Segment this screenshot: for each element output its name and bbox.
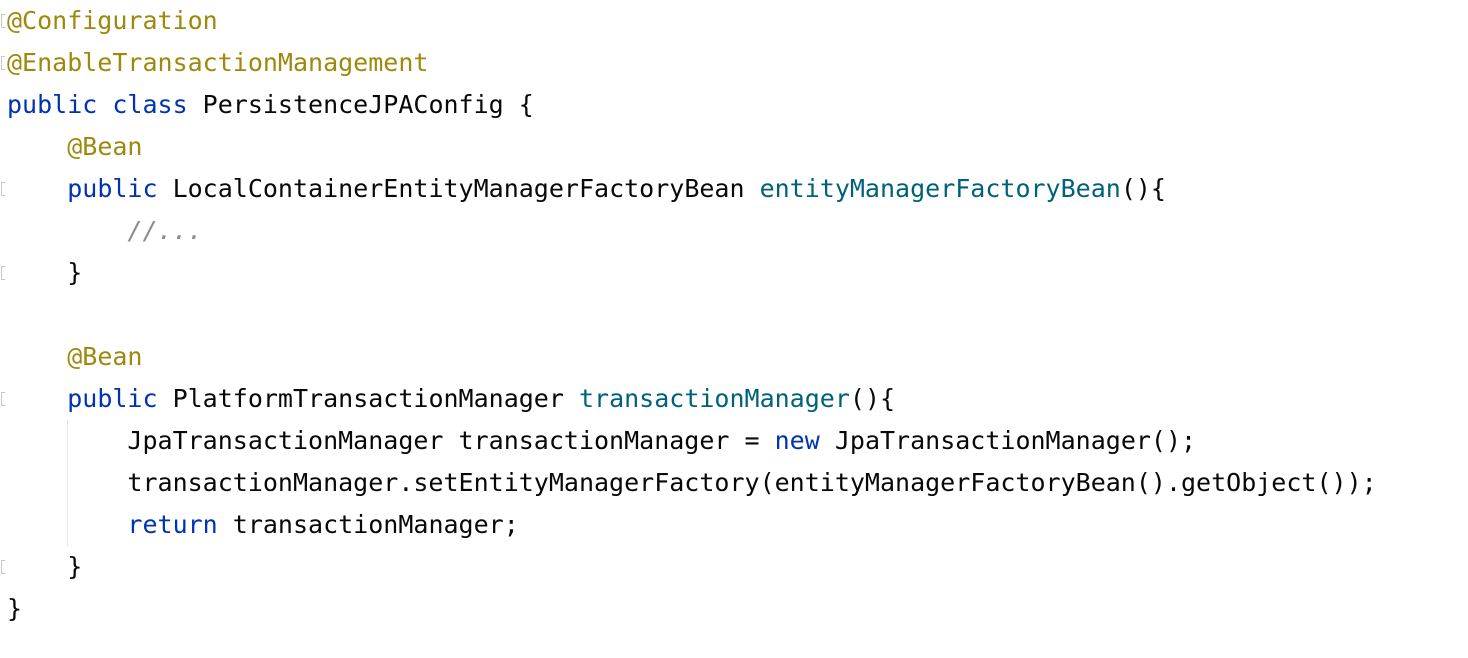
fold-marker-icon[interactable]	[1, 14, 5, 28]
code-token: LocalContainerEntityManagerFactoryBean	[172, 174, 760, 203]
code-token: JpaTransactionManager();	[834, 426, 1197, 455]
code-line[interactable]: @EnableTransactionManagement	[1, 42, 1467, 84]
fold-marker-icon[interactable]	[1, 56, 5, 70]
fold-marker-icon[interactable]	[1, 560, 5, 574]
fold-marker-icon[interactable]	[1, 266, 5, 280]
indent-guide	[67, 420, 68, 546]
code-line[interactable]: @Bean	[7, 336, 1467, 378]
code-token: }	[7, 552, 83, 581]
code-token: transactionManager.setEntityManagerFacto…	[7, 468, 1377, 497]
code-token: JpaTransactionManager transactionManager…	[7, 426, 775, 455]
code-token	[7, 342, 67, 371]
code-token: transactionManager	[578, 384, 850, 413]
code-token	[7, 174, 67, 203]
code-line[interactable]: public class PersistenceJPAConfig {	[7, 84, 1467, 126]
code-line[interactable]	[7, 294, 1467, 336]
code-token: }	[7, 594, 23, 623]
code-token: entityManagerFactoryBean	[759, 174, 1121, 203]
code-token	[7, 216, 127, 245]
code-token	[7, 510, 127, 539]
code-line[interactable]: transactionManager.setEntityManagerFacto…	[7, 462, 1467, 504]
code-line[interactable]: @Bean	[7, 126, 1467, 168]
code-line[interactable]: public PlatformTransactionManager transa…	[1, 378, 1467, 420]
code-line[interactable]: }	[1, 546, 1467, 588]
code-token: (){	[849, 384, 896, 413]
code-line[interactable]: //...	[7, 210, 1467, 252]
code-token: public class	[7, 90, 203, 119]
code-line[interactable]: @Configuration	[1, 0, 1467, 42]
code-token: PersistenceJPAConfig {	[202, 90, 534, 119]
fold-marker-icon[interactable]	[1, 392, 5, 406]
code-token: @Configuration	[7, 6, 218, 35]
code-line[interactable]: public LocalContainerEntityManagerFactor…	[1, 168, 1467, 210]
code-line[interactable]: }	[1, 252, 1467, 294]
code-token: @Bean	[67, 132, 143, 161]
code-line[interactable]: return transactionManager;	[7, 504, 1467, 546]
code-token: new	[774, 426, 835, 455]
code-token: PlatformTransactionManager	[172, 384, 579, 413]
code-token: @Bean	[67, 342, 143, 371]
code-token: return	[127, 510, 233, 539]
code-token	[7, 384, 67, 413]
code-token: //...	[127, 216, 203, 245]
code-token: }	[7, 258, 83, 287]
code-token: public	[67, 384, 173, 413]
code-line[interactable]: JpaTransactionManager transactionManager…	[7, 420, 1467, 462]
code-area[interactable]: @Configuration @EnableTransactionManageme…	[1, 0, 1467, 630]
code-token	[7, 132, 67, 161]
code-line[interactable]: }	[7, 588, 1467, 630]
fold-marker-icon[interactable]	[1, 182, 5, 196]
code-token: public	[67, 174, 173, 203]
code-token: (){	[1120, 174, 1166, 203]
code-token: transactionManager;	[232, 510, 519, 539]
code-token: @EnableTransactionManagement	[7, 48, 429, 77]
